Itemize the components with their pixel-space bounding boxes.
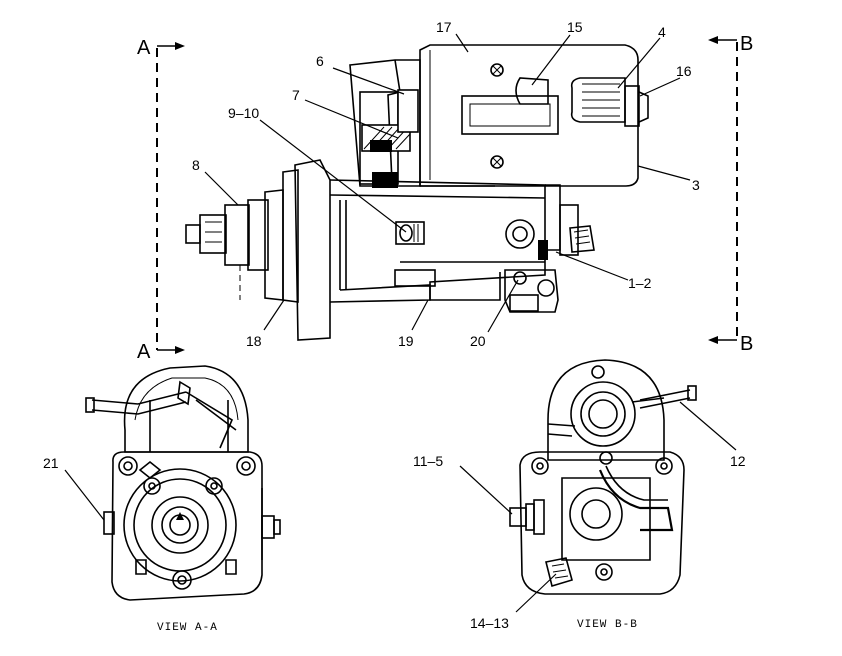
callout-16: 16 [676,63,692,79]
callout-6: 6 [316,53,324,69]
view-a-a-caption: VIEW A-A [157,622,218,634]
callout-3: 3 [692,177,700,193]
section-label-a-bottom: A [137,341,151,363]
section-label-b-top: B [740,33,753,55]
callout-4: 4 [658,24,666,40]
section-line-b [708,36,738,344]
callout-14-13: 14–13 [470,615,509,631]
callout-19: 19 [398,333,414,349]
view-b-b-caption: VIEW B-B [577,619,638,631]
leader-lines [64,33,737,613]
section-label-b-bottom: B [740,333,753,355]
callout-18: 18 [246,333,262,349]
section-line-a [156,42,185,354]
callout-17: 17 [436,19,452,35]
view-b-b-drawing [509,359,697,595]
main-starter-side-view [185,44,649,341]
section-label-a-top: A [137,37,151,59]
callout-7: 7 [292,87,300,103]
callout-9-10: 9–10 [228,105,259,121]
callout-11-5: 11–5 [413,453,443,469]
callout-1-2: 1–2 [628,275,652,291]
callout-12: 12 [730,453,746,469]
callout-20: 20 [470,333,486,349]
callout-8: 8 [192,157,200,173]
view-a-a-drawing [85,365,281,601]
callout-15: 15 [567,19,583,35]
callout-21: 21 [43,455,59,471]
